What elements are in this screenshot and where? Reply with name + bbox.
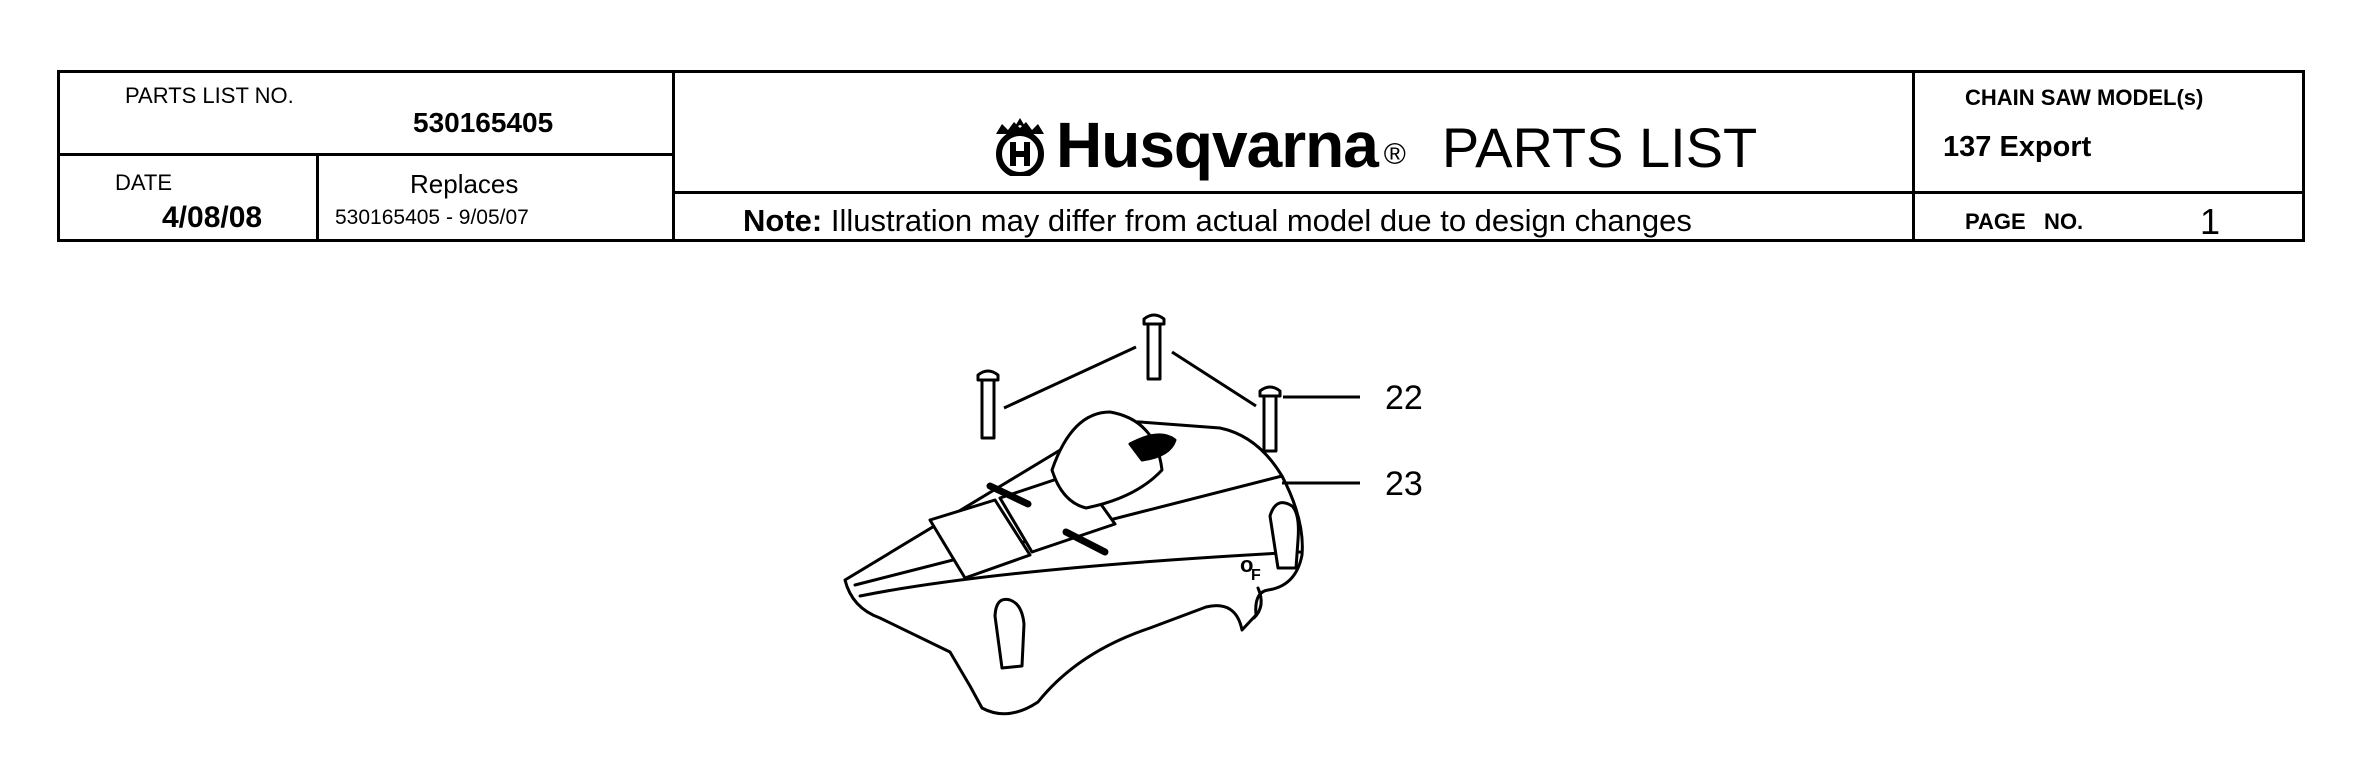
parts-list-no-label: PARTS LIST NO.: [125, 83, 294, 108]
cover-symbol: F: [1251, 567, 1261, 584]
husqvarna-crown-logo: [996, 118, 1044, 176]
note-label: Note:: [743, 203, 823, 238]
screw-middle: [1142, 313, 1166, 381]
divider: [316, 153, 319, 239]
brand-name: Husqvarna: [1056, 109, 1379, 181]
cover-symbol: o: [1240, 552, 1253, 577]
screw-left: [976, 369, 1000, 440]
date-value: 4/08/08: [162, 201, 263, 234]
model-value: 137 Export: [1943, 131, 2092, 163]
parts-list-no-value: 530165405: [413, 107, 554, 138]
brand-block: Husqvarna ® PARTS LIST: [990, 108, 1757, 182]
divider: [1912, 73, 1915, 239]
callout-23: 23: [1385, 465, 1423, 503]
callout-22: 22: [1385, 379, 1423, 417]
page-label: PAGE NO.: [1965, 209, 2084, 234]
parts-list-header: PARTS LIST NO. 530165405 DATE 4/08/08 Re…: [57, 70, 2305, 242]
divider: [672, 191, 2302, 194]
leader-line: [1003, 345, 1137, 410]
replaces-label: Replaces: [410, 169, 519, 199]
leader-line: [1171, 350, 1257, 408]
model-label: CHAIN SAW MODEL(s): [1965, 85, 2204, 110]
page-value: 1: [2200, 201, 2221, 242]
screw-right: [1258, 385, 1282, 453]
registered-mark: ®: [1383, 138, 1406, 171]
note-text: Illustration may differ from actual mode…: [830, 203, 1692, 238]
divider: [672, 73, 675, 239]
page-title: PARTS LIST: [1441, 116, 1758, 179]
replaces-value: 530165405 - 9/05/07: [335, 206, 529, 229]
date-label: DATE: [115, 170, 173, 195]
divider: [60, 153, 672, 156]
design-note: Note: Illustration may differ from actua…: [743, 205, 1692, 236]
